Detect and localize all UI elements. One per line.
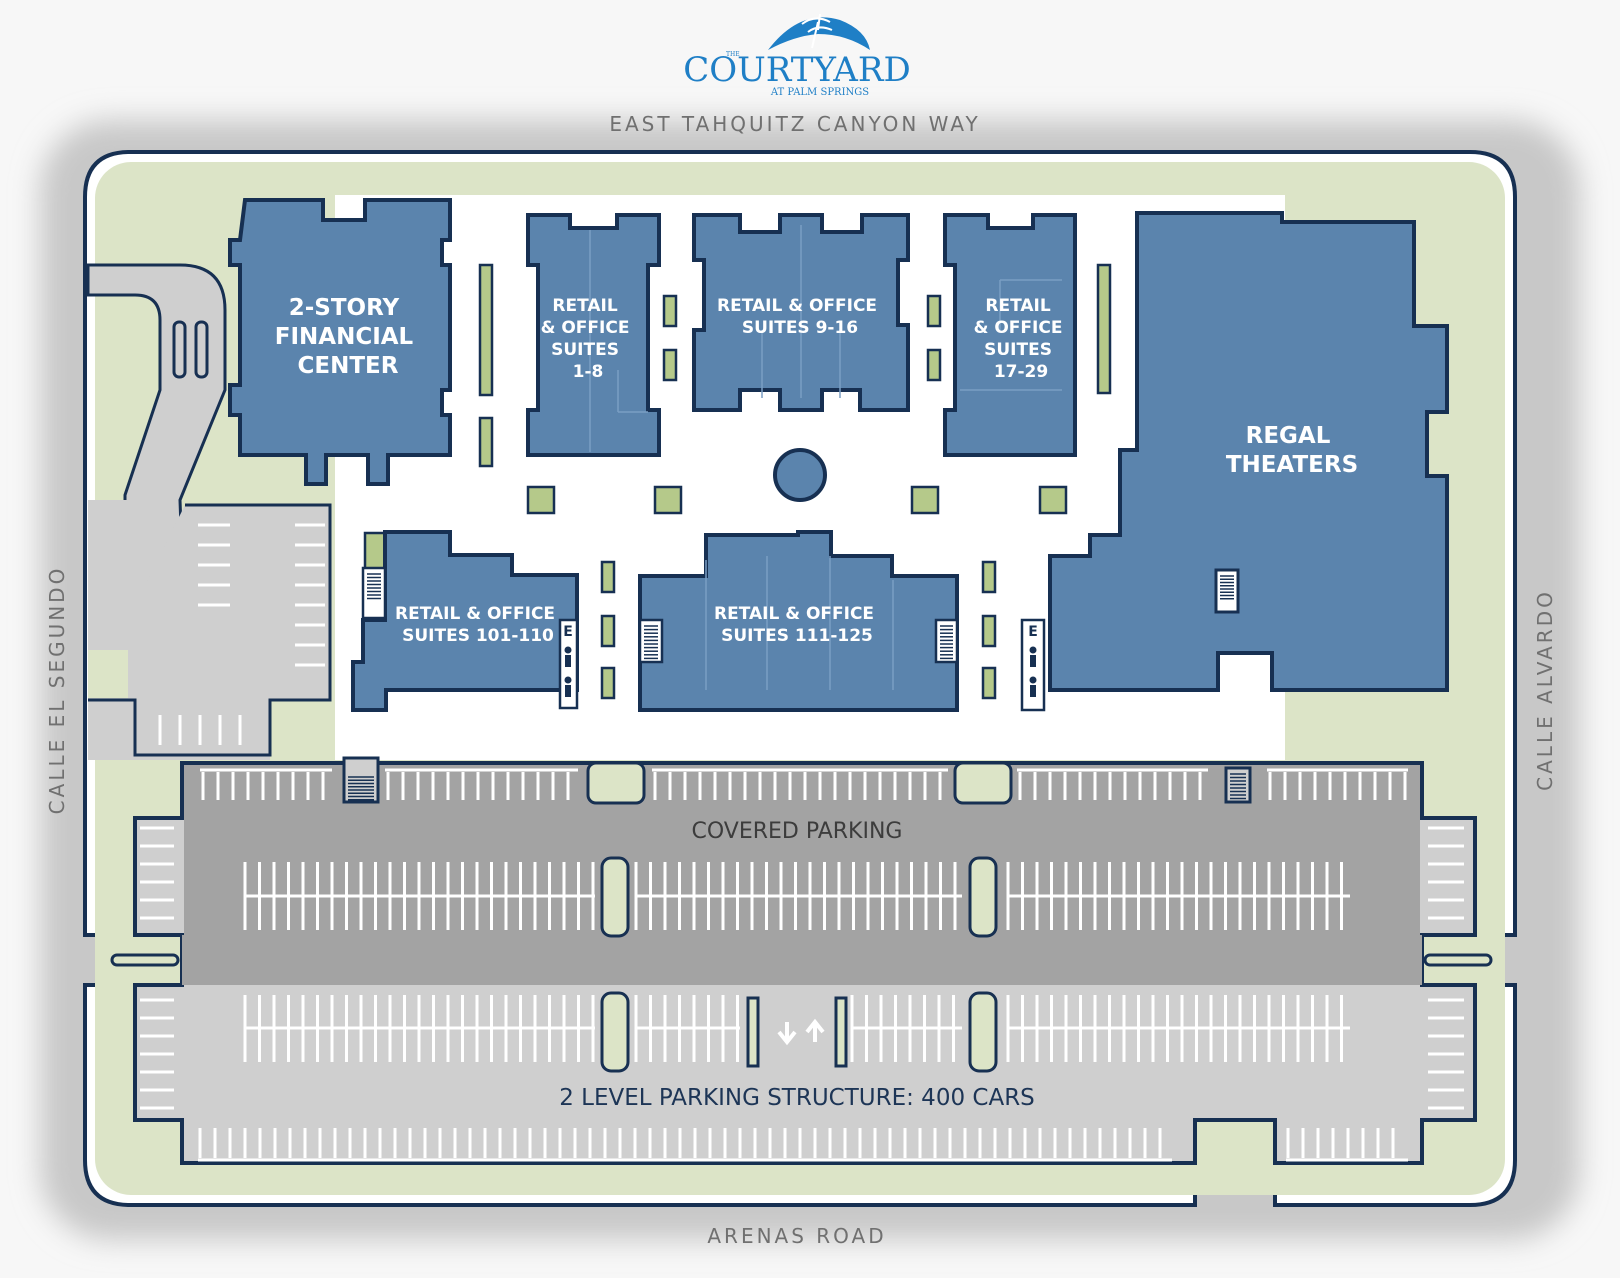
road-west: CALLE EL SEGUNDO (45, 566, 69, 815)
ramp-arrows (777, 1018, 825, 1046)
restroom-icon (1029, 646, 1037, 697)
west-access-road (86, 263, 332, 760)
parking-structure-label: 2 LEVEL PARKING STRUCTURE: 400 CARS (559, 1085, 1035, 1111)
plaza-planters (363, 263, 1112, 700)
logo-tagline: AT PALM SPRINGS (770, 87, 869, 98)
logo: THE COURTYARD AT PALM SPRINGS (683, 13, 911, 98)
palm-tree-logo-icon (768, 13, 870, 50)
road-north: EAST TAHQUITZ CANYON WAY (609, 112, 980, 136)
label-suites-111-125: RETAIL & OFFICE SUITES 111-125 (714, 604, 880, 646)
restroom-icons (564, 646, 1037, 697)
stair-icons (348, 573, 1246, 801)
parking-structure-stripes (140, 768, 1464, 1162)
building-suites-17-29[interactable] (943, 213, 1077, 457)
elevator-icon: E (1028, 624, 1038, 640)
covered-parking-label: COVERED PARKING (692, 819, 903, 844)
logo-name: COURTYARD (683, 50, 910, 90)
arrow-up-icon (805, 1018, 825, 1042)
restroom-icon (564, 646, 572, 697)
building-regal-theaters[interactable] (1048, 211, 1449, 692)
svg-text:THE: THE (726, 51, 740, 58)
label-financial-center: 2-STORY FINANCIAL CENTER (275, 295, 421, 379)
label-suites-1-8: RETAIL & OFFICE SUITES 1-8 (541, 296, 636, 382)
fountain (773, 448, 827, 502)
building-labels: 2-STORY FINANCIAL CENTER RETAIL & OFFICE… (275, 295, 1358, 646)
road-south: ARENAS ROAD (707, 1224, 886, 1248)
elevator-icon: E (563, 624, 573, 640)
building-suites-9-16[interactable] (692, 213, 910, 412)
west-lot-stripes (158, 523, 325, 745)
elevator-markers: E E (563, 624, 1038, 640)
building-suites-1-8[interactable] (526, 213, 661, 457)
label-suites-101-110: RETAIL & OFFICE SUITES 101-110 (395, 604, 561, 646)
arrow-down-icon (777, 1022, 797, 1046)
road-east: CALLE ALVARDO (1533, 589, 1557, 791)
label-suites-9-16: RETAIL & OFFICE SUITES 9-16 (717, 296, 883, 338)
label-suites-17-29: RETAIL & OFFICE SUITES 17-29 (974, 296, 1069, 382)
label-regal-theaters: REGAL THEATERS (1226, 423, 1358, 478)
building-financial-center[interactable] (228, 198, 452, 486)
